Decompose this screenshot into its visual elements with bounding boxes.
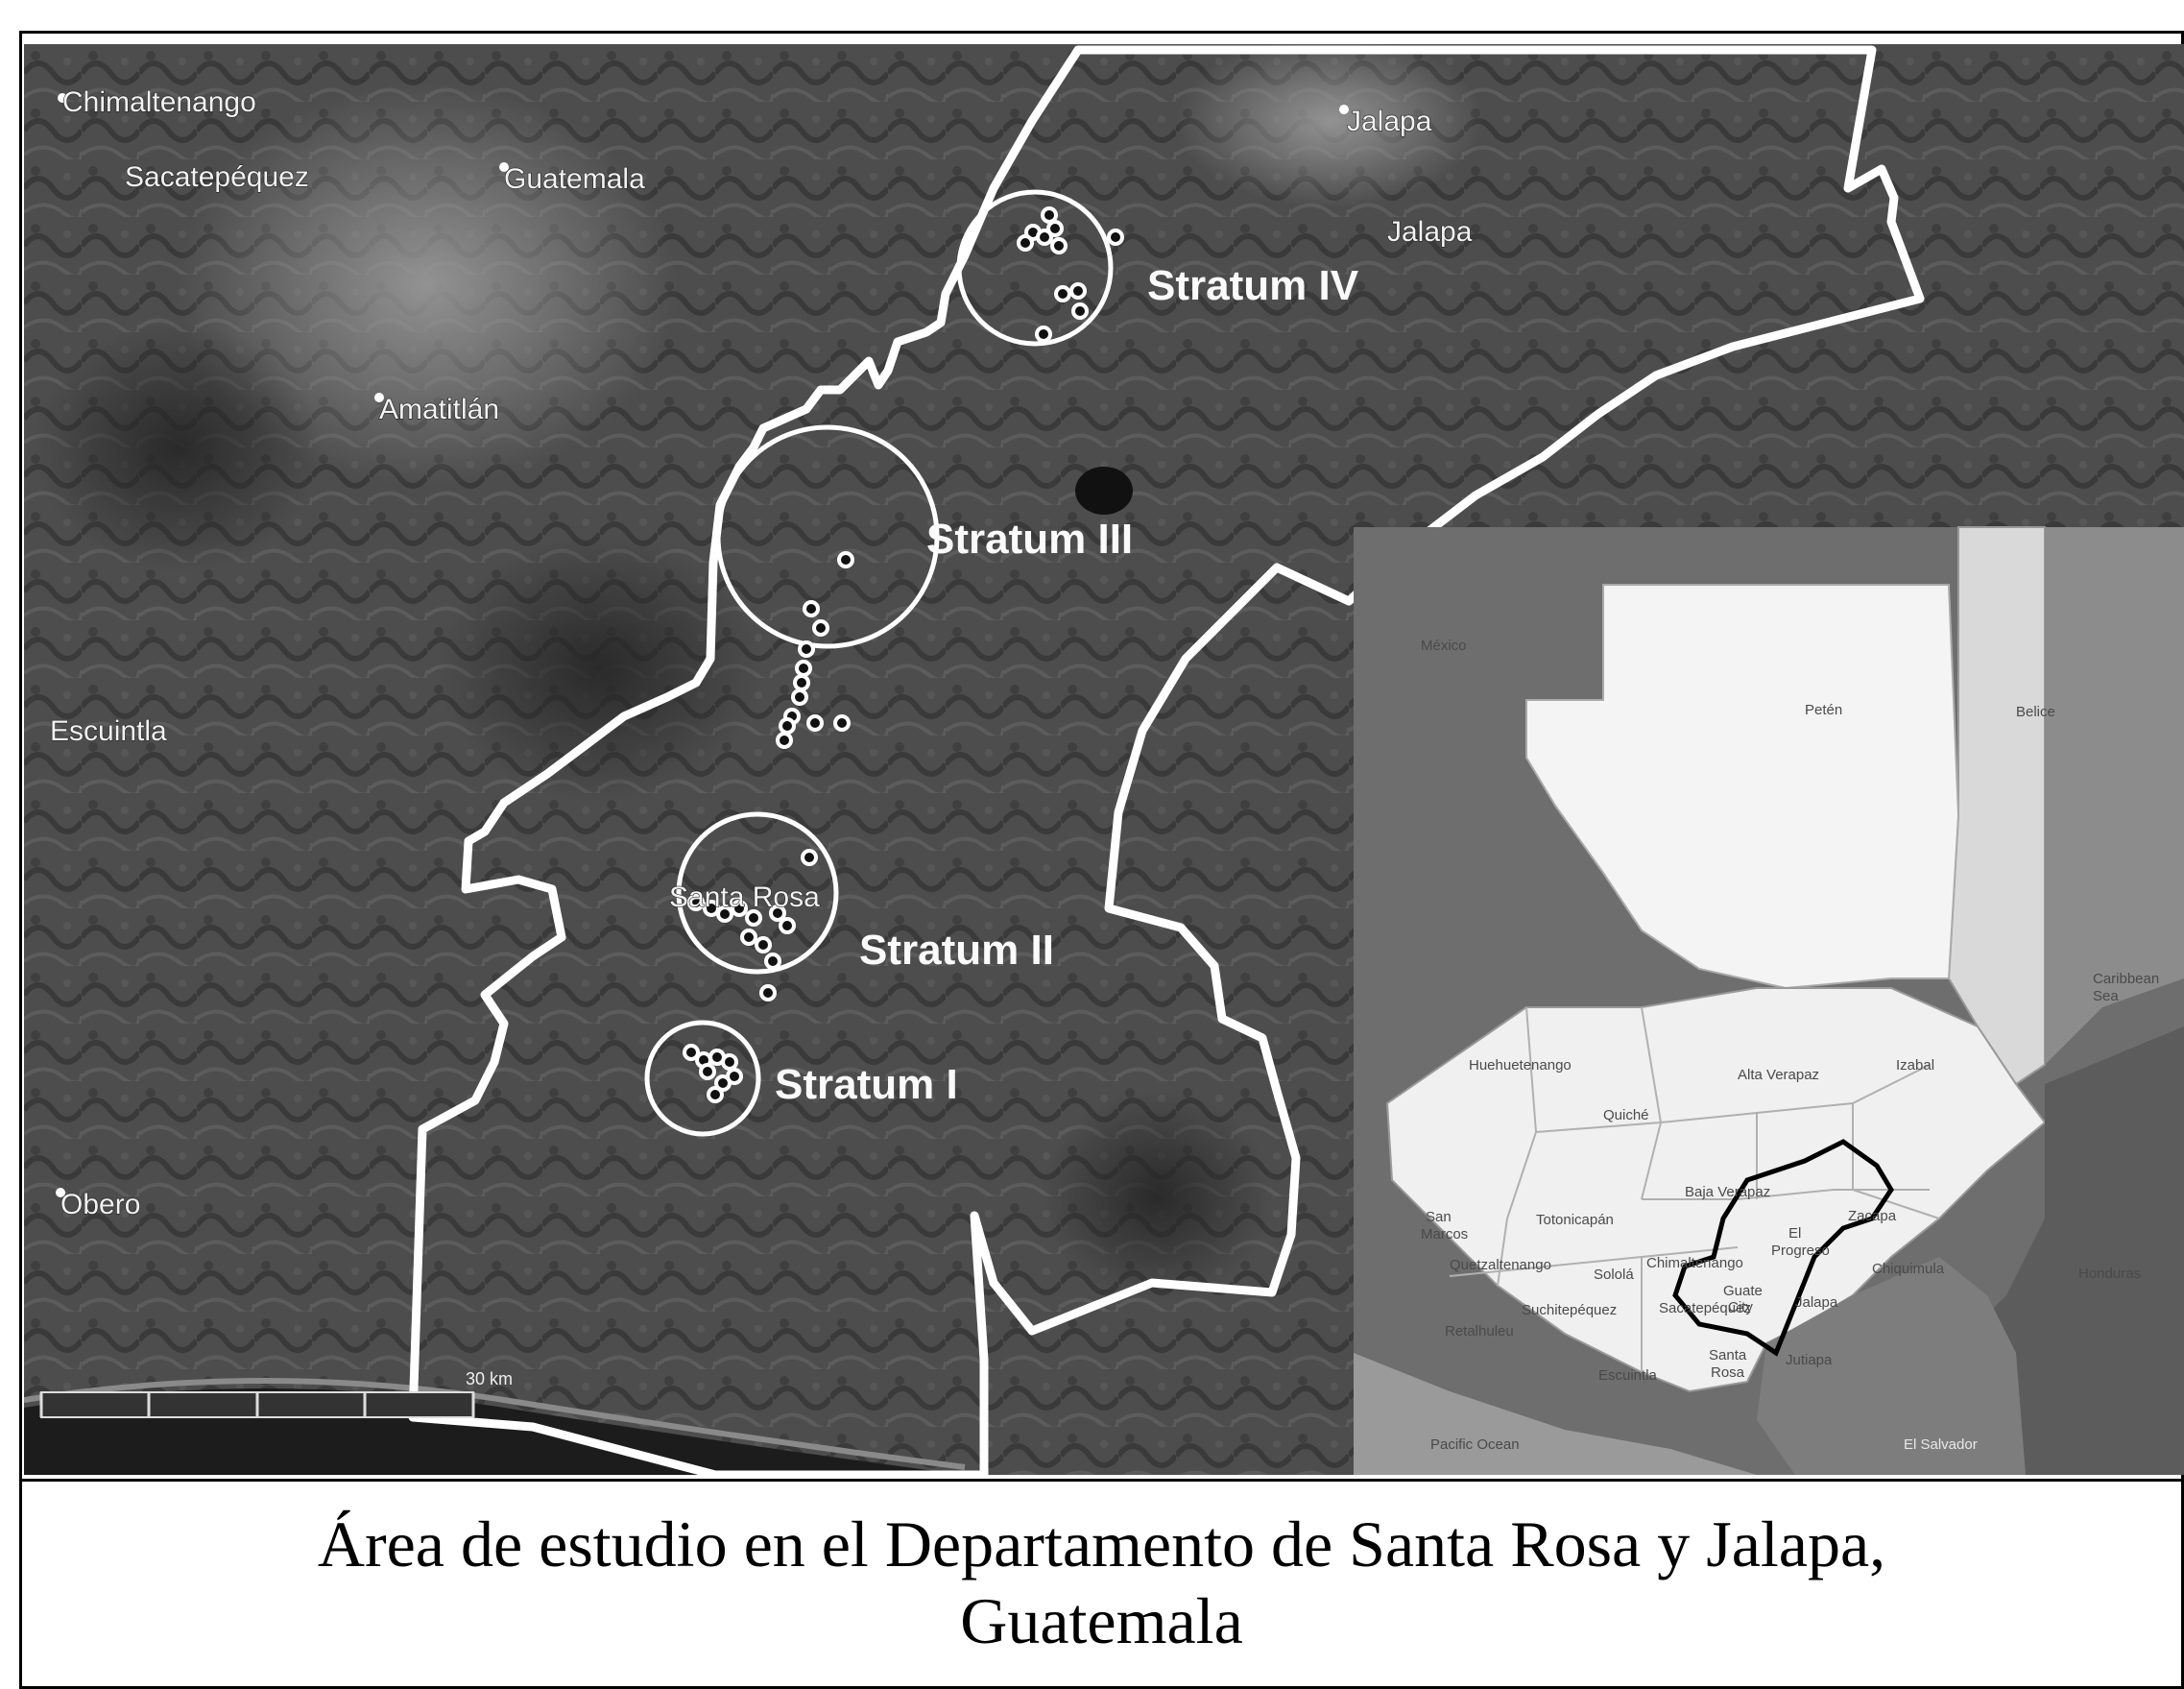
inset-label-quetzaltenango: Quetzaltenango: [1450, 1257, 1551, 1273]
inset-label-progreso: Progreso: [1771, 1243, 1830, 1259]
inset-label-baja-verapaz: Baja Verapaz: [1685, 1184, 1770, 1200]
inset-peten: [1525, 584, 1960, 990]
stratum-1-circle: [644, 1020, 761, 1137]
caption-divider: [19, 1479, 2184, 1482]
inset-pacific: [1354, 1353, 1757, 1475]
inset-label-rosa: Rosa: [1711, 1364, 1745, 1381]
label-jalapa-city: Jalapa: [1347, 106, 1432, 137]
inset-label-caribbean-sea: Sea: [2093, 988, 2119, 1004]
label-escuintla: Escuintla: [50, 715, 167, 747]
stratum-labels: Stratum I Stratum II Stratum III Stratum…: [775, 262, 1359, 1108]
inset-label-suchitepequez: Suchitepéquez: [1522, 1302, 1617, 1318]
inset-study-departments: [1672, 1139, 1894, 1357]
label-santa-rosa: Santa Rosa: [669, 881, 820, 913]
inset-label-honduras: Honduras: [2078, 1266, 2141, 1282]
label-stratum-1: Stratum I: [775, 1061, 958, 1108]
inset-label-escuintla: Escuintla: [1598, 1367, 1658, 1384]
inset-label-totonicapan: Totonicapán: [1536, 1212, 1614, 1228]
inset-label-santa: Santa: [1709, 1347, 1747, 1363]
inset-el-salvador: [1757, 1257, 2026, 1475]
inset-label-quiche: Quiché: [1603, 1107, 1649, 1123]
inset-label-chiquimula: Chiquimula: [1872, 1261, 1945, 1277]
inset-label-retalhuleu: Retalhuleu: [1445, 1323, 1514, 1339]
label-jalapa-dept: Jalapa: [1387, 216, 1473, 248]
caption-line-1: Área de estudio en el Departamento de Sa…: [317, 1508, 1886, 1580]
inset-label-solola: Sololá: [1594, 1267, 1634, 1283]
inset-label-peten: Petén: [1805, 702, 1842, 718]
label-stratum-2: Stratum II: [859, 927, 1054, 974]
label-amatitlan: Amatitlán: [379, 394, 499, 425]
inset-label-san: San: [1426, 1209, 1452, 1225]
inset-label-pacific-ocean: Pacific Ocean: [1430, 1436, 1520, 1453]
inset-label-jutiapa: Jutiapa: [1786, 1352, 1833, 1368]
inset-label-sacatepequez: Sacatepéquez: [1659, 1300, 1751, 1316]
inset-label-city: City: [1728, 1299, 1753, 1315]
inset-belize: [1947, 526, 2046, 1086]
stratum-2-circle: [676, 811, 839, 975]
inset-label-el-salvador: El Salvador: [1904, 1436, 1978, 1453]
label-sacatepequez: Sacatepéquez: [125, 161, 309, 193]
caption-line-2: Guatemala: [960, 1584, 1243, 1657]
inset-label-el: El: [1788, 1225, 1801, 1242]
inset-label-chimaltenango: Chimaltenango: [1646, 1255, 1743, 1271]
scale-bar: 30 km: [39, 1369, 513, 1418]
inset-label-belice: Belice: [2016, 704, 2055, 720]
city-area: [178, 83, 677, 486]
figure-caption: Área de estudio en el Departamento de Sa…: [19, 1506, 2184, 1659]
inset-label-mexico: México: [1421, 638, 1467, 654]
stratum-3-circle: [715, 424, 940, 649]
label-guatemala: Guatemala: [504, 163, 645, 195]
study-area-map: Chimaltenango Sacatepéquez Guatemala Ama…: [24, 44, 2184, 1475]
label-stratum-4: Stratum IV: [1147, 262, 1359, 309]
scale-label: 30 km: [466, 1369, 513, 1388]
label-obero: Obero: [60, 1189, 140, 1220]
inset-label-alta-verapaz: Alta Verapaz: [1738, 1067, 1819, 1083]
place-labels: Chimaltenango Sacatepéquez Guatemala Ama…: [49, 85, 1473, 1220]
inset-map: México Petén Belice Caribbean Sea Huehue…: [1354, 526, 2184, 1475]
inset-label-izabal: Izabal: [1896, 1057, 1934, 1074]
inset-label-jalapa: Jalapa: [1795, 1294, 1838, 1311]
inset-label-caribbean: Caribbean: [2093, 971, 2159, 987]
stratum-4-circle: [956, 189, 1114, 347]
volcano: [34, 323, 322, 572]
inset-label-marcos: Marcos: [1421, 1226, 1468, 1243]
label-chimaltenango: Chimaltenango: [62, 86, 256, 118]
inset-label-huehuetenango: Huehuetenango: [1469, 1057, 1572, 1074]
lake: [1075, 467, 1133, 515]
inset-label-zacapa: Zacapa: [1848, 1208, 1897, 1224]
label-stratum-3: Stratum III: [926, 516, 1133, 563]
inset-label-guate: Guate: [1723, 1283, 1763, 1299]
sample-points: [683, 206, 1124, 1103]
